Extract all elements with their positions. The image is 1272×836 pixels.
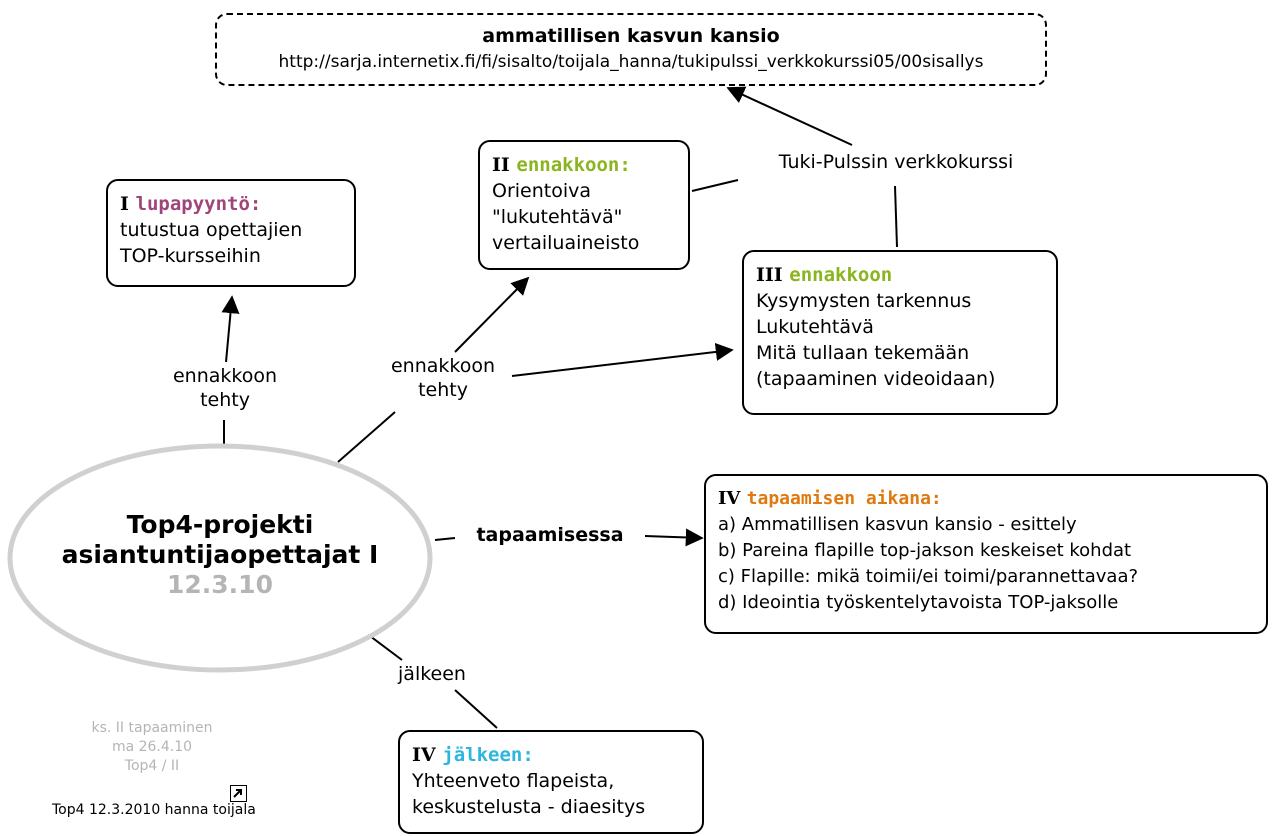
center-date: 12.3.10	[167, 570, 273, 599]
shortcut-link-icon[interactable]	[230, 785, 247, 802]
note-ks-ii-tapaaminen: ks. II tapaaminen ma 26.4.10 Top4 / II	[62, 719, 242, 776]
box4-heading: IV tapaamisen aikana:	[718, 486, 1254, 512]
note-line: ma 26.4.10	[111, 739, 193, 755]
box2-heading: II ennakkoon:	[492, 152, 676, 178]
top-box-ammatillisen-kasvun-kansio: ammatillisen kasvun kansio http://sarja.…	[215, 13, 1047, 86]
box3-number: III	[756, 264, 783, 286]
box1-keyword: lupapyyntö:	[135, 193, 262, 215]
label-line: ennakkoon	[172, 365, 278, 387]
link-center-to-tapaamisessa	[434, 537, 456, 541]
arrow-tuki-to-top	[726, 86, 853, 146]
box3-line: Mitä tullaan tekemään	[756, 342, 970, 364]
box4-line: b) Pareina flapille top-jakson keskeiset…	[718, 540, 1132, 561]
arrow-to-box4	[644, 528, 704, 547]
box-ii-ennakkoon: II ennakkoon: Orientoiva "lukutehtävä" v…	[478, 140, 690, 270]
box4-line: c) Flapille: mikä toimii/ei toimi/parann…	[718, 566, 1139, 587]
box-i-lupapyynto: I lupapyyntö: tutustua opettajien TOP-ku…	[106, 179, 356, 287]
top-box-title: ammatillisen kasvun kansio	[482, 25, 780, 47]
label-line: tehty	[418, 379, 468, 401]
box4-line: d) Ideointia työskentelytavoista TOP-jak…	[718, 592, 1119, 613]
box2-number: II	[492, 154, 510, 176]
box1-line: tutustua opettajien	[120, 219, 303, 241]
box4-line: a) Ammatillisen kasvun kansio - esittely	[718, 514, 1077, 535]
box3-line: (tapaaminen videoidaan)	[756, 368, 996, 390]
box1-line: TOP-kursseihin	[120, 245, 261, 267]
center-ellipse	[7, 443, 433, 673]
arrow-to-box2	[454, 276, 530, 353]
box5-number: IV	[412, 744, 436, 766]
box3-line: Lukutehtävä	[756, 316, 874, 338]
box5-line: Yhteenveto flapeista,	[412, 770, 615, 792]
box2-line: "lukutehtävä"	[492, 206, 623, 228]
box2-line: Orientoiva	[492, 180, 592, 202]
note-line: Top4 / II	[124, 758, 180, 774]
box1-heading: I lupapyyntö:	[120, 191, 342, 217]
link-center-to-ennakkoon-mid	[337, 411, 396, 463]
label-tapaamisessa: tapaamisessa	[455, 523, 645, 547]
label-line: ennakkoon	[390, 355, 496, 377]
footer-caption: Top4 12.3.2010 hanna toijala	[52, 802, 256, 818]
arrow-to-box3	[511, 342, 734, 377]
center-title-line2: asiantuntijaopettajat I	[61, 540, 379, 569]
center-node: Top4-projekti asiantuntijaopettajat I 12…	[10, 510, 430, 600]
box1-number: I	[120, 193, 129, 215]
box2-keyword: ennakkoon:	[516, 154, 631, 176]
box4-keyword: tapaamisen aikana:	[746, 488, 942, 509]
link-box3-to-tuki	[894, 185, 898, 248]
label-line: tehty	[200, 389, 250, 411]
box-iv-tapaamisen-aikana: IV tapaamisen aikana: a) Ammatillisen ka…	[704, 474, 1268, 634]
arrow-to-box1	[221, 295, 240, 363]
box3-line: Kysymysten tarkennus	[756, 290, 972, 312]
label-jalkeen: jälkeen	[382, 662, 482, 686]
box-iv-jalkeen: IV jälkeen: Yhteenveto flapeista, keskus…	[398, 730, 704, 834]
box5-line: keskustelusta - diaesitys	[412, 796, 646, 818]
box3-heading: III ennakkoon	[756, 262, 1044, 288]
box5-keyword: jälkeen:	[442, 744, 534, 766]
top-box-url[interactable]: http://sarja.internetix.fi/fi/sisalto/to…	[278, 52, 984, 72]
note-line: ks. II tapaaminen	[91, 720, 213, 736]
link-center-to-jalkeen	[369, 635, 403, 661]
box3-keyword: ennakkoon	[789, 264, 893, 286]
label-ennakkoon-tehty-mid: ennakkoon tehty	[376, 354, 510, 402]
box4-number: IV	[718, 488, 741, 509]
box2-line: vertailuaineisto	[492, 232, 640, 254]
box-iii-ennakkoon: III ennakkoon Kysymysten tarkennus Lukut…	[742, 250, 1058, 415]
link-jalkeen-to-box5	[454, 689, 498, 729]
box5-heading: IV jälkeen:	[412, 742, 690, 768]
label-ennakkoon-tehty-left: ennakkoon tehty	[160, 364, 290, 412]
label-tuki-pulssin-verkkokurssi: Tuki-Pulssin verkkokurssi	[740, 150, 1052, 174]
link-box2-to-tuki	[691, 179, 739, 192]
center-title-line1: Top4-projekti	[126, 510, 314, 539]
